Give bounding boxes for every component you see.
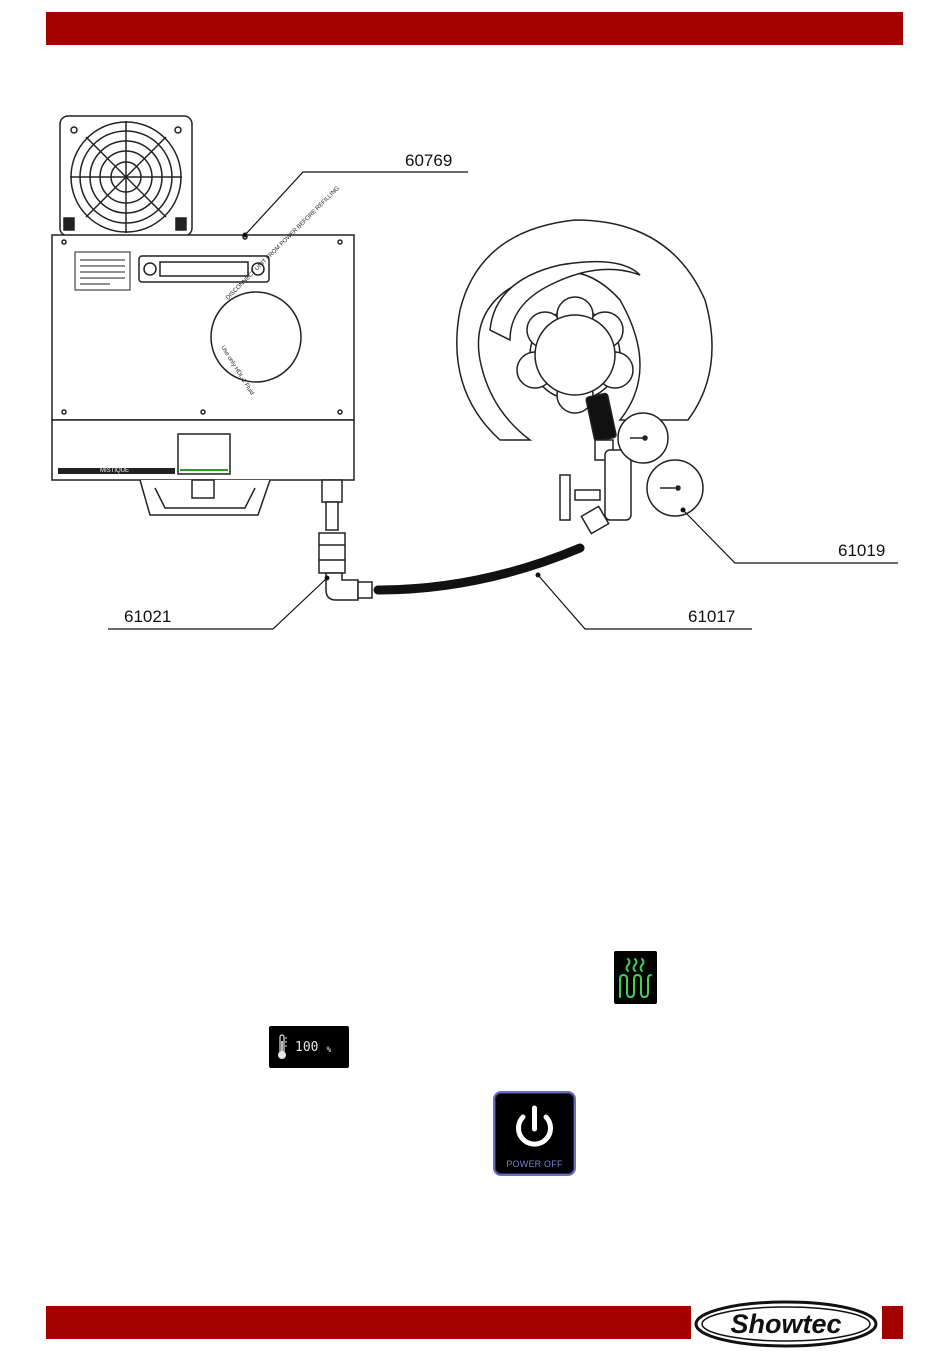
heater-icon [614, 951, 657, 1004]
showtec-logo: Showtec [693, 1300, 879, 1348]
temperature-readout: 100 % [269, 1026, 349, 1068]
temperature-value: 100 [295, 1040, 318, 1055]
part-label-60769: 60769 [405, 151, 452, 171]
logo-text: Showtec [730, 1309, 841, 1339]
fluid-hose [378, 548, 580, 590]
part-label-61021: 61021 [124, 607, 171, 627]
fluid-tank [457, 220, 712, 440]
part-label-61017: 61017 [688, 607, 735, 627]
fluid-connector [319, 480, 372, 600]
footer-bar-end [882, 1306, 903, 1339]
power-off-label: POWER OFF [495, 1159, 574, 1169]
front-brand: MISTIQUE [100, 468, 129, 474]
machine-body [52, 235, 354, 515]
footer-bar [46, 1306, 691, 1339]
power-off-button[interactable]: POWER OFF [493, 1091, 576, 1176]
temperature-unit: % [326, 1045, 331, 1054]
thermometer-icon [275, 1033, 289, 1061]
power-icon [495, 1093, 574, 1159]
part-label-61019: 61019 [838, 541, 885, 561]
connection-diagram: DISCONNECT UNIT FROM POWER BEFORE REFILL… [0, 0, 950, 700]
fan-housing [60, 116, 192, 236]
